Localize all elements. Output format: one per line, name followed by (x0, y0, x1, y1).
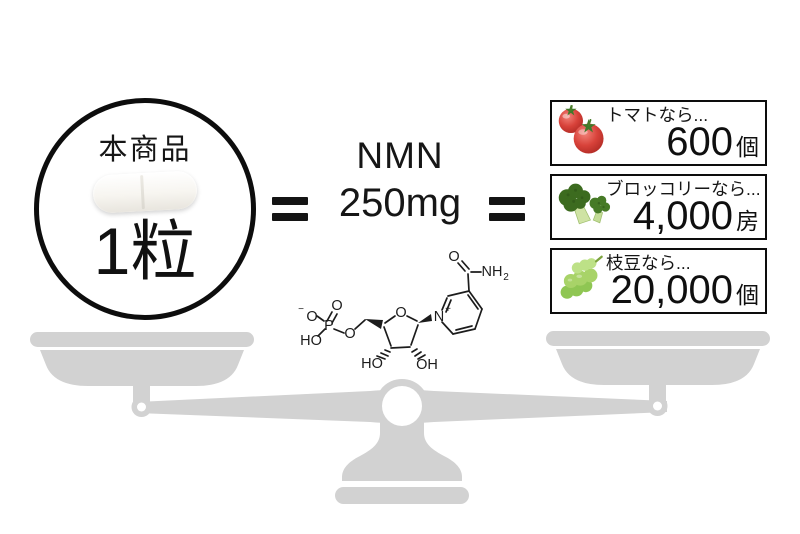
atom-label-sub2: 2 (503, 272, 509, 283)
scale-pillar (342, 418, 462, 481)
scale-base (335, 487, 469, 504)
comparison-unit: 個 (736, 134, 759, 160)
equals-icon-left (272, 197, 308, 222)
nmn-block: NMN 250mg (318, 134, 482, 228)
atom-label-o-ester: O (344, 326, 355, 342)
atom-label-o-double: O (331, 298, 342, 314)
nmn-amount: 250mg (338, 181, 462, 225)
nmn-structure-diagram: − O O P HO O O HO OH N + O NH 2 (298, 249, 509, 373)
edamame-icon (560, 255, 603, 299)
comparison-box-edamame: 枝豆なら... 20,000 個 (550, 248, 767, 314)
atom-label-ho-c3: HO (361, 356, 383, 372)
comparison-box-broccoli: ブロッコリーなら... 4,000 房 (550, 174, 767, 240)
capsule-image (92, 170, 198, 214)
atom-label-o-amide: O (448, 249, 459, 265)
tomato-icon (558, 105, 604, 154)
atom-label-ho-phosphate: HO (300, 333, 322, 349)
product-name: 本商品 (98, 134, 192, 166)
atom-label-nh: NH (482, 264, 503, 280)
atom-label-o-neg: O (306, 309, 317, 325)
broccoli-icon (558, 183, 611, 225)
capsule-seam (139, 175, 145, 210)
comparison-unit: 個 (736, 282, 759, 308)
comparison-box-tomato: トマトなら... 600 個 (550, 100, 767, 166)
atom-label-minus: − (298, 304, 304, 315)
atom-label-p: P (324, 318, 334, 334)
comparison-label: ブロッコリーなら... (606, 179, 761, 199)
atom-label-plus: + (445, 304, 451, 315)
product-quantity: 1粒 (93, 214, 197, 288)
comparison-value: 20,000 (610, 268, 733, 312)
atom-label-o-ribose: O (395, 305, 406, 321)
comparison-value: 600 (666, 120, 733, 164)
atom-label-n: N (434, 309, 444, 325)
equals-icon-right (489, 197, 525, 222)
nmn-title: NMN (356, 135, 444, 176)
comparison-value: 4,000 (632, 194, 733, 238)
product-circle: 本商品 1粒 (34, 98, 256, 320)
comparison-unit: 房 (736, 208, 759, 234)
comparison-label: トマトなら... (606, 105, 709, 125)
atom-label-oh-c2: OH (416, 357, 438, 373)
comparison-label: 枝豆なら... (606, 253, 691, 273)
